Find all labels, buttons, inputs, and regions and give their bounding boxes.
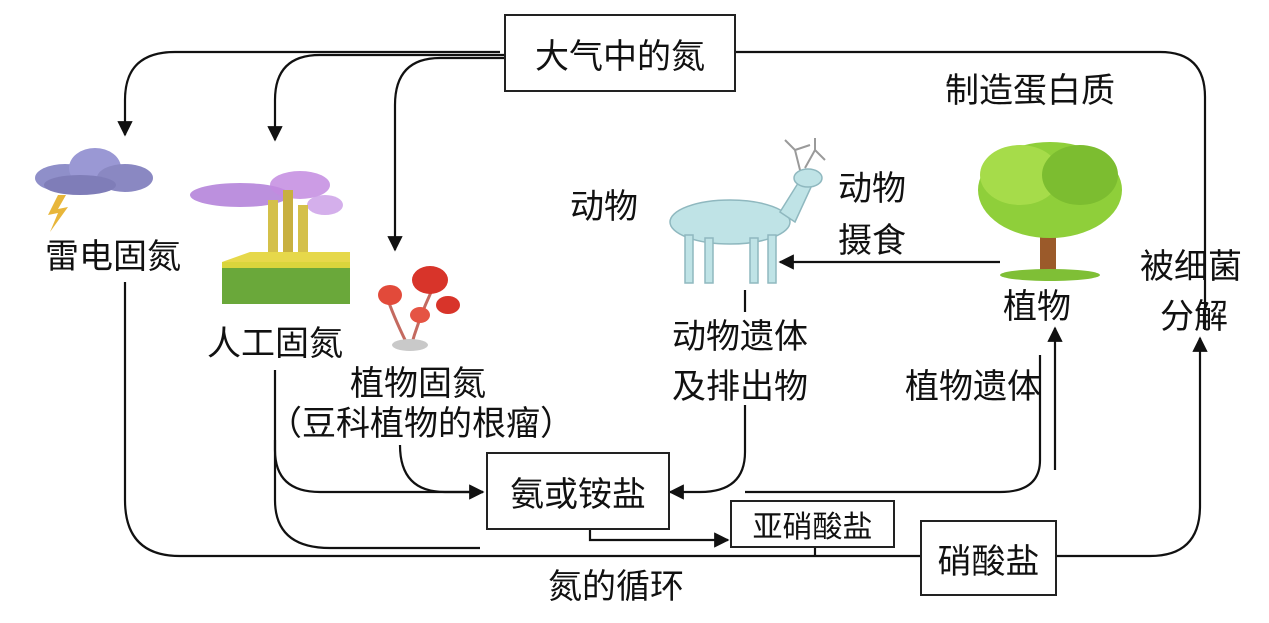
plant-label: 植物 — [1003, 287, 1071, 327]
ammonia-node: 氨或铵盐 — [486, 452, 670, 530]
factory-icon — [190, 171, 350, 304]
plant-remains-label: 植物遗体 — [905, 367, 1041, 407]
arrow-ammonia-to-nitrite — [588, 530, 730, 548]
diagram-caption: 氮的循环 — [548, 567, 684, 607]
arrow-plant-remains-to-ammonia — [745, 355, 1042, 494]
arrow-industrial-to-bottom — [273, 440, 480, 550]
thundercloud-icon — [35, 148, 153, 232]
tree-icon — [978, 142, 1122, 281]
animal-eating-label-1: 动物 — [838, 169, 906, 209]
bacteria-label-2: 分解 — [1160, 297, 1228, 337]
nitrate-node: 硝酸盐 — [920, 520, 1057, 596]
arrow-plant-fixation-to-ammonia — [398, 444, 483, 494]
bacteria-label-1: 被细菌 — [1140, 247, 1242, 287]
legume-plant-icon — [378, 266, 460, 351]
deer-icon — [669, 138, 826, 284]
animal-label: 动物 — [570, 187, 638, 227]
nitrite-node: 亚硝酸盐 — [730, 500, 895, 548]
animal-remains-label: 动物遗体 — [672, 317, 808, 357]
arrow-lightning-to-nitrate — [123, 282, 920, 558]
arrow-animal-remains-to-ammonia — [668, 405, 747, 500]
plant-fixation-label: 植物固氮 — [350, 364, 486, 404]
arrow-atmosphere-to-industrial — [267, 53, 505, 142]
animal-excretion-label: 及排出物 — [672, 367, 808, 407]
plant-fixation-note: （豆科植物的根瘤） — [268, 404, 574, 444]
make-protein-label: 制造蛋白质 — [945, 71, 1115, 111]
atmosphere-node: 大气中的氮 — [504, 14, 736, 92]
animal-eating-label-2: 摄食 — [838, 221, 906, 261]
industrial-fixation-label: 人工固氮 — [207, 324, 343, 364]
arrow-nitrate-to-bacteria — [1057, 336, 1208, 558]
lightning-fixation-label: 雷电固氮 — [45, 237, 181, 277]
arrow-atmosphere-to-plant — [735, 50, 1207, 330]
arrow-atmosphere-to-lightning — [117, 50, 500, 137]
arrow-atmosphere-to-plant-fixation — [387, 56, 505, 252]
